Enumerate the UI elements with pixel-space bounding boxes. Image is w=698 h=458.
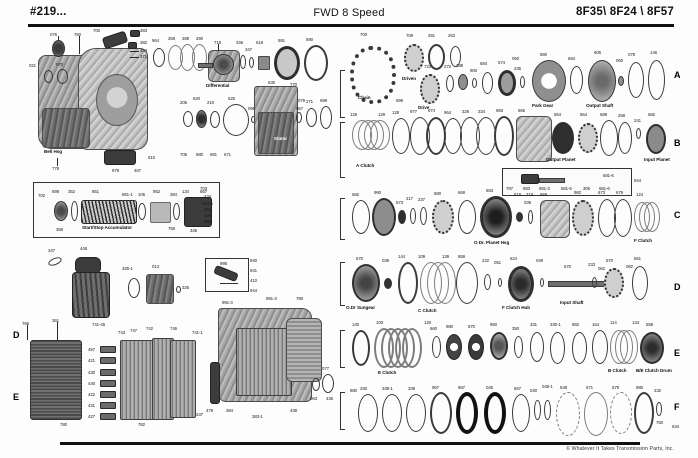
section-letter-left-d: D bbox=[13, 330, 20, 340]
section-letter-f: F bbox=[674, 402, 680, 412]
section-letter-e: E bbox=[674, 348, 681, 358]
label-od-sungear: O.Dr Sungear bbox=[346, 305, 376, 310]
label-b-clutch: B Clutch bbox=[608, 368, 627, 373]
page-title: FWD 8 Speed bbox=[313, 7, 385, 19]
label-chain: Chain bbox=[358, 95, 371, 100]
page-header: #219... FWD 8 Speed 8F35\ 8F24 \ 8F57 bbox=[0, 4, 698, 26]
start-stop-accumulator-inset: 702 698 352 851 851-1 105 952 394 134 66… bbox=[33, 182, 220, 238]
section-letter-a: A bbox=[674, 70, 681, 80]
section-letter-left-e: E bbox=[13, 392, 20, 402]
section-letter-d: D bbox=[674, 282, 681, 292]
label-output-planet: Output Planet bbox=[546, 157, 576, 162]
section-letter-b: B bbox=[674, 138, 681, 148]
label-od-planet-hsg: O Dr. Planet Hsg bbox=[474, 240, 510, 245]
label-bell-housing: Bell Hsg bbox=[44, 149, 62, 154]
label-output-shaft: Output Shaft bbox=[586, 103, 614, 108]
section-b-detail-inset: 787 683 681-3 681-5 306 681-6 681-6 bbox=[502, 168, 632, 196]
label-f-clutch: F Clutch bbox=[634, 238, 652, 243]
label-start-stop-accumulator: Start/Stop Accumulator bbox=[82, 225, 133, 230]
label-e-clutch: E Clutch bbox=[378, 370, 397, 375]
model-codes: 8F35\ 8F24 \ 8F57 bbox=[575, 6, 674, 18]
catalog-number: #219... bbox=[30, 6, 67, 18]
label-f-clutch-hub: F Clutch Hub bbox=[502, 305, 530, 310]
label-be-clutch-drum: B/E Clutch Drum bbox=[636, 368, 672, 373]
copyright-notice: © Whatever It Takes Transmission Parts, … bbox=[566, 446, 674, 452]
label-drive: Drive bbox=[418, 105, 430, 110]
bracket-detail-inset: 995 bbox=[205, 258, 249, 292]
label-differential: Differential bbox=[206, 83, 230, 88]
label-stator: Stator bbox=[274, 136, 287, 141]
section-letter-c: C bbox=[674, 210, 681, 220]
label-a-clutch: A Clutch bbox=[356, 163, 375, 168]
label-input-planet: Input Planet bbox=[644, 157, 670, 162]
label-c-clutch: C Clutch bbox=[418, 308, 437, 313]
label-park-gear: Park Gear bbox=[532, 103, 554, 108]
label-driven: Driven bbox=[402, 76, 416, 81]
header-rule bbox=[28, 24, 674, 27]
label-input-shaft: Input Shaft bbox=[560, 300, 584, 305]
footer-rule bbox=[60, 442, 640, 445]
